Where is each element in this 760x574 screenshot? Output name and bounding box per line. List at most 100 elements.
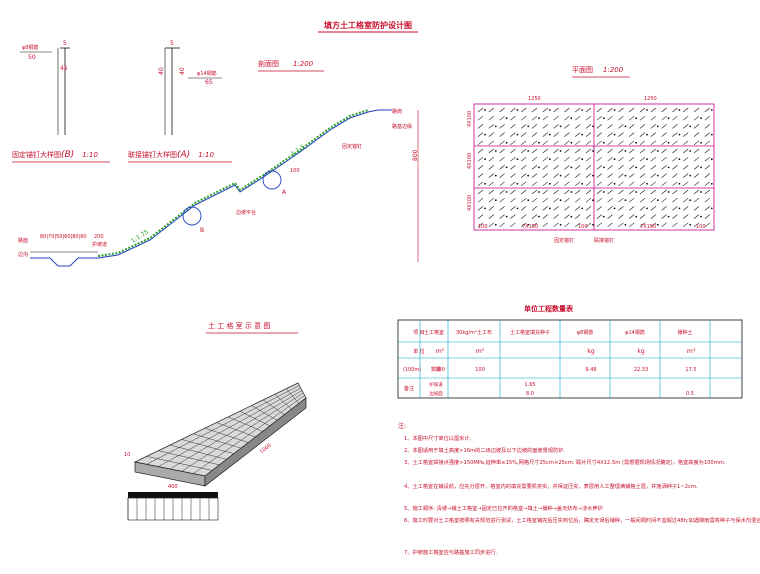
detail-b-scale: 1:10 (82, 151, 98, 159)
plan-cell-mark (596, 222, 602, 228)
plan-cell-mark (521, 181, 527, 187)
plan-cell-mark (672, 173, 678, 178)
table-row-label: 数量 (431, 366, 441, 373)
plan-cell-mark (672, 156, 678, 162)
table-unit-cell: m² (436, 348, 445, 355)
plan-top-dim-1: 1250 (528, 96, 541, 102)
plan-cell-mark (477, 222, 484, 228)
plan-cell-mark (639, 115, 646, 121)
plan-cell-mark (704, 115, 710, 121)
plan-anchor-dot (538, 117, 540, 120)
plan-cell-mark (553, 197, 559, 203)
plan-cell-mark (575, 107, 581, 113)
plan-cell-mark (510, 206, 516, 211)
plan-cell-mark (564, 173, 570, 178)
plan-cell-mark (629, 222, 635, 228)
plan-cell-mark (672, 197, 678, 203)
plan-cell-mark (693, 206, 700, 211)
plan-cell-mark (585, 197, 592, 203)
plan-cell-mark (683, 124, 689, 129)
plan-cell-mark (704, 156, 710, 162)
plan-anchor-dot (581, 207, 584, 210)
plan-cell-mark (693, 124, 700, 129)
plan-cell-mark (650, 181, 656, 187)
plan-cell-mark (607, 165, 613, 170)
plan-cell-mark (564, 115, 570, 121)
plan-cell-mark (639, 124, 646, 129)
plan-cell-mark (704, 214, 710, 219)
table-side-label: 备注 (404, 385, 414, 392)
detail-b-top-dim: 5 (63, 40, 67, 47)
plan-anchor-dot (559, 199, 562, 202)
plan-cell-mark (650, 173, 656, 178)
plan-anchor-dot (592, 199, 594, 202)
plan-cell-mark (521, 107, 527, 113)
plan-cell-mark (650, 132, 656, 137)
plan-cell-mark (521, 173, 527, 178)
plan-cell-mark (629, 181, 635, 187)
plan-cell-mark (596, 165, 602, 170)
schematic-height: 10 (124, 452, 130, 458)
plan-cell-mark (683, 222, 689, 228)
plan-cell-mark (596, 206, 602, 211)
plan-cell-mark (629, 124, 635, 129)
section-dim-200: 200 (94, 234, 104, 240)
plan-cell-mark (477, 189, 484, 195)
plan-anchor-dot (494, 199, 497, 202)
plan-anchor-dot (689, 150, 692, 152)
plan-cell-mark (575, 156, 581, 162)
note-1: 1、本图中尺寸单位以厘米计. (404, 434, 472, 442)
plan-cell-mark (564, 189, 570, 195)
marker-a-label: A (282, 189, 287, 196)
plan-anchor-dot (710, 133, 713, 136)
plan-cell-mark (575, 214, 581, 219)
plan-cell-mark (564, 165, 570, 170)
plan-anchor-dot (624, 150, 627, 152)
plan-cell-mark (553, 189, 559, 195)
plan-cell-mark (499, 197, 505, 203)
plan-cell-mark (672, 189, 678, 195)
plan-cell-mark (553, 140, 559, 146)
detail-a-scale: 1:10 (198, 151, 214, 159)
plan-cell-mark (693, 115, 700, 121)
plan-cell-mark (499, 214, 505, 219)
plan-anchor-dot (656, 174, 659, 177)
section-dims-bottom: 80|70|50|60|80|80 (40, 234, 87, 240)
plan-cell-mark (596, 132, 602, 137)
plan-cell-mark (704, 206, 710, 211)
plan-cell-mark (553, 115, 559, 121)
section-note-anchor: 固定锚钉 (342, 143, 362, 150)
detail-b-title-text: 固定锚钉大样图 (12, 150, 61, 159)
plan-anchor-dot (646, 109, 648, 111)
plan-anchor-dot (689, 199, 692, 202)
plan-cell-mark (693, 148, 700, 154)
table-extra-value: 0.5 (686, 391, 694, 397)
table-extra-value: 8.0 (526, 391, 534, 397)
plan-cell-mark (693, 181, 700, 187)
plan-anchor-dot (592, 150, 594, 152)
plan-cell-mark (531, 222, 538, 228)
plan-cell-mark (564, 124, 570, 129)
slope-grass (97, 109, 369, 257)
plan-cell-mark (596, 197, 602, 203)
plan-anchor-dot (484, 133, 486, 136)
table-row-value: 9.48 (585, 367, 596, 373)
plan-cell-mark (499, 148, 505, 154)
plan-anchor-dot (646, 182, 648, 185)
plan-cell-mark (683, 115, 689, 121)
plan-anchor-dot (613, 207, 616, 210)
plan-anchor-dot (494, 125, 497, 128)
plan-cell-mark (575, 206, 581, 211)
table-header-cell: φ8钢筋 (577, 329, 593, 336)
plan-cell-mark (693, 214, 700, 219)
plan-anchor-dot (646, 207, 648, 210)
detail-b-code: (B) (61, 150, 74, 160)
plan-anchor-dot (667, 117, 670, 120)
plan-cell-mark (596, 115, 602, 121)
plan-cell-mark (618, 115, 624, 121)
plan-cell-mark (521, 206, 527, 211)
plan-cell-mark (650, 107, 656, 113)
plan-cell-mark (477, 197, 484, 203)
plan-cell-mark (553, 222, 559, 228)
plan-cell-mark (683, 148, 689, 154)
